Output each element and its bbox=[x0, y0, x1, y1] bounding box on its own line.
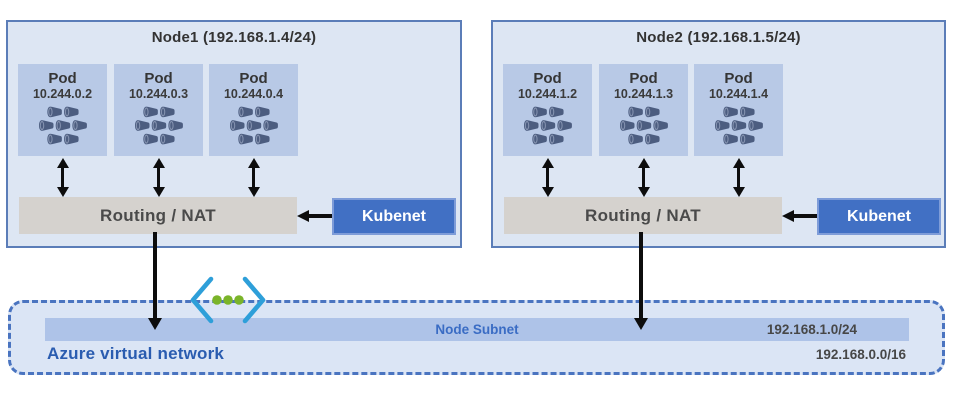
pod-label: Pod bbox=[724, 70, 753, 87]
node-subnet-bar: Node Subnet 192.168.1.0/24 bbox=[45, 318, 909, 341]
kubenet-box: Kubenet bbox=[332, 198, 456, 235]
containers-icon bbox=[39, 106, 87, 145]
pod-router-arrow bbox=[152, 158, 165, 197]
pod-ip: 10.244.0.2 bbox=[32, 87, 93, 101]
kubenet-box: Kubenet bbox=[817, 198, 941, 235]
virtual-network-icon bbox=[190, 276, 266, 324]
pod-ip: 10.244.1.3 bbox=[613, 87, 674, 101]
pod-box: Pod 10.244.0.2 bbox=[18, 64, 107, 156]
containers-icon bbox=[524, 106, 572, 145]
pod-router-arrow bbox=[637, 158, 650, 197]
containers-icon bbox=[620, 106, 668, 145]
pod-router-arrow bbox=[732, 158, 745, 197]
pod-box: Pod 10.244.1.2 bbox=[503, 64, 592, 156]
pod-box: Pod 10.244.0.4 bbox=[209, 64, 298, 156]
azure-vnet-box: Node Subnet 192.168.1.0/24 Azure virtual… bbox=[8, 300, 945, 375]
node2-box: Node2 (192.168.1.5/24) Pod 10.244.1.2 Po… bbox=[491, 20, 946, 248]
pod-ip: 10.244.1.4 bbox=[708, 87, 769, 101]
pod-box: Pod 10.244.1.3 bbox=[599, 64, 688, 156]
node1-subnet-arrow bbox=[148, 232, 161, 330]
node2-title: Node2 (192.168.1.5/24) bbox=[636, 29, 801, 46]
node-subnet-label: Node Subnet bbox=[435, 322, 519, 337]
pod-label: Pod bbox=[629, 70, 658, 87]
pod-router-arrow bbox=[56, 158, 69, 197]
node-subnet-cidr: 192.168.1.0/24 bbox=[766, 322, 857, 337]
vnet-label: Azure virtual network bbox=[47, 344, 225, 363]
pod-ip: 10.244.0.3 bbox=[128, 87, 189, 101]
routing-nat-box: Routing / NAT bbox=[19, 197, 297, 234]
pod-box: Pod 10.244.1.4 bbox=[694, 64, 783, 156]
pod-label: Pod bbox=[48, 70, 77, 87]
node2-subnet-arrow bbox=[634, 232, 647, 330]
pod-router-arrow bbox=[247, 158, 260, 197]
containers-icon bbox=[715, 106, 763, 145]
routing-nat-box: Routing / NAT bbox=[504, 197, 782, 234]
pod-ip: 10.244.1.2 bbox=[517, 87, 578, 101]
pod-router-arrow bbox=[541, 158, 554, 197]
vnet-cidr: 192.168.0.0/16 bbox=[815, 347, 906, 362]
pod-box: Pod 10.244.0.3 bbox=[114, 64, 203, 156]
pod-label: Pod bbox=[239, 70, 268, 87]
pod-label: Pod bbox=[533, 70, 562, 87]
containers-icon bbox=[230, 106, 278, 145]
node1-box: Node1 (192.168.1.4/24) Pod 10.244.0.2 Po… bbox=[6, 20, 462, 248]
pod-ip: 10.244.0.4 bbox=[223, 87, 284, 101]
kubenet-router-arrow bbox=[782, 210, 817, 221]
pod-label: Pod bbox=[144, 70, 173, 87]
node1-title: Node1 (192.168.1.4/24) bbox=[151, 29, 317, 46]
containers-icon bbox=[135, 106, 183, 145]
kubenet-router-arrow bbox=[297, 210, 332, 221]
